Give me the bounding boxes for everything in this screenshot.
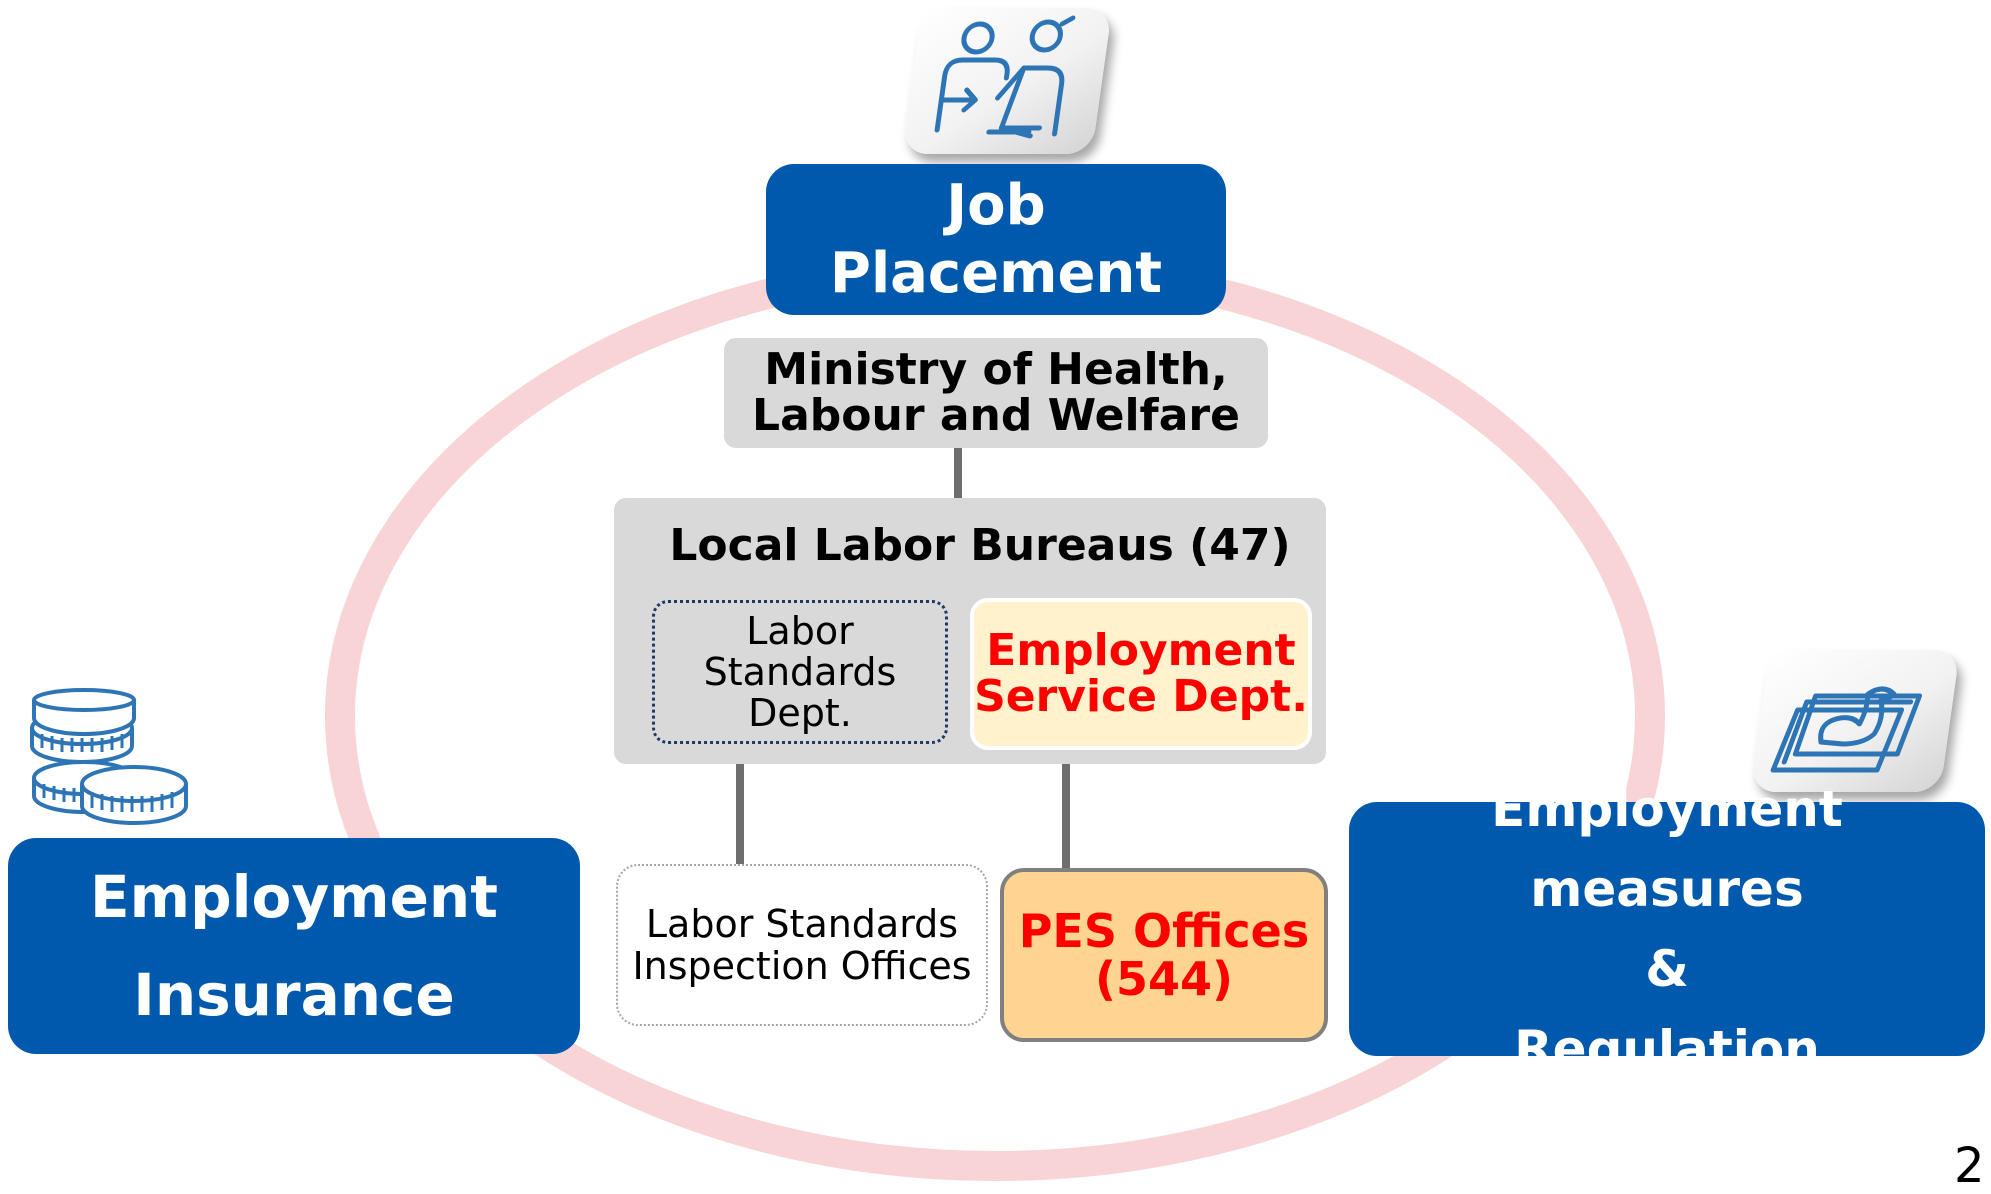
esd-line1: Employment — [986, 625, 1296, 676]
lsd-line3: Dept. — [748, 690, 852, 735]
job-placement-line1: Job — [946, 172, 1046, 238]
lsd-line1: Labor — [746, 608, 854, 653]
ministry-line2: Labour and Welfare — [752, 390, 1240, 441]
job-placement-box: Job Placement — [766, 164, 1226, 315]
lsd-line2: Standards — [703, 649, 897, 694]
em-line3: Regulation — [1514, 1020, 1820, 1078]
lsio-line2: Inspection Offices — [632, 944, 972, 988]
ministry-box: Ministry of Health, Labour and Welfare — [724, 338, 1268, 448]
strength-document-icon — [1750, 650, 1960, 792]
employment-service-dept-box: Employment Service Dept. — [970, 598, 1312, 750]
pes-line1: PES Offices — [1018, 904, 1310, 958]
employment-measures-box: Employment measures & Regulation — [1349, 780, 1985, 1078]
local-bureaus-title: Local Labor Bureaus (47) — [669, 520, 1291, 571]
coins-icon — [30, 688, 188, 825]
consultation-icon — [901, 8, 1113, 154]
connector-lsd-inspection — [736, 764, 744, 864]
pes-line2: (544) — [1094, 952, 1234, 1006]
ei-line2: Insurance — [133, 961, 455, 1029]
employment-insurance-box: Employment Insurance — [8, 838, 580, 1054]
connector-esd-pes — [1062, 764, 1070, 868]
job-placement-line2: Placement — [829, 240, 1163, 306]
lsio-line1: Labor Standards — [645, 902, 959, 946]
esd-line2: Service Dept. — [974, 671, 1308, 722]
page-number: 2 — [1954, 1138, 1985, 1194]
labor-standards-dept-box: Labor Standards Dept. — [652, 600, 948, 744]
pes-offices-box: PES Offices (544) — [1000, 868, 1328, 1042]
inspection-offices-box: Labor Standards Inspection Offices — [616, 864, 988, 1026]
ei-line1: Employment — [90, 863, 498, 931]
em-line2: & — [1645, 940, 1689, 998]
em-line1: Employment measures — [1491, 780, 1843, 918]
ministry-line1: Ministry of Health, — [764, 344, 1228, 395]
connector-ministry-bureau — [954, 448, 962, 498]
